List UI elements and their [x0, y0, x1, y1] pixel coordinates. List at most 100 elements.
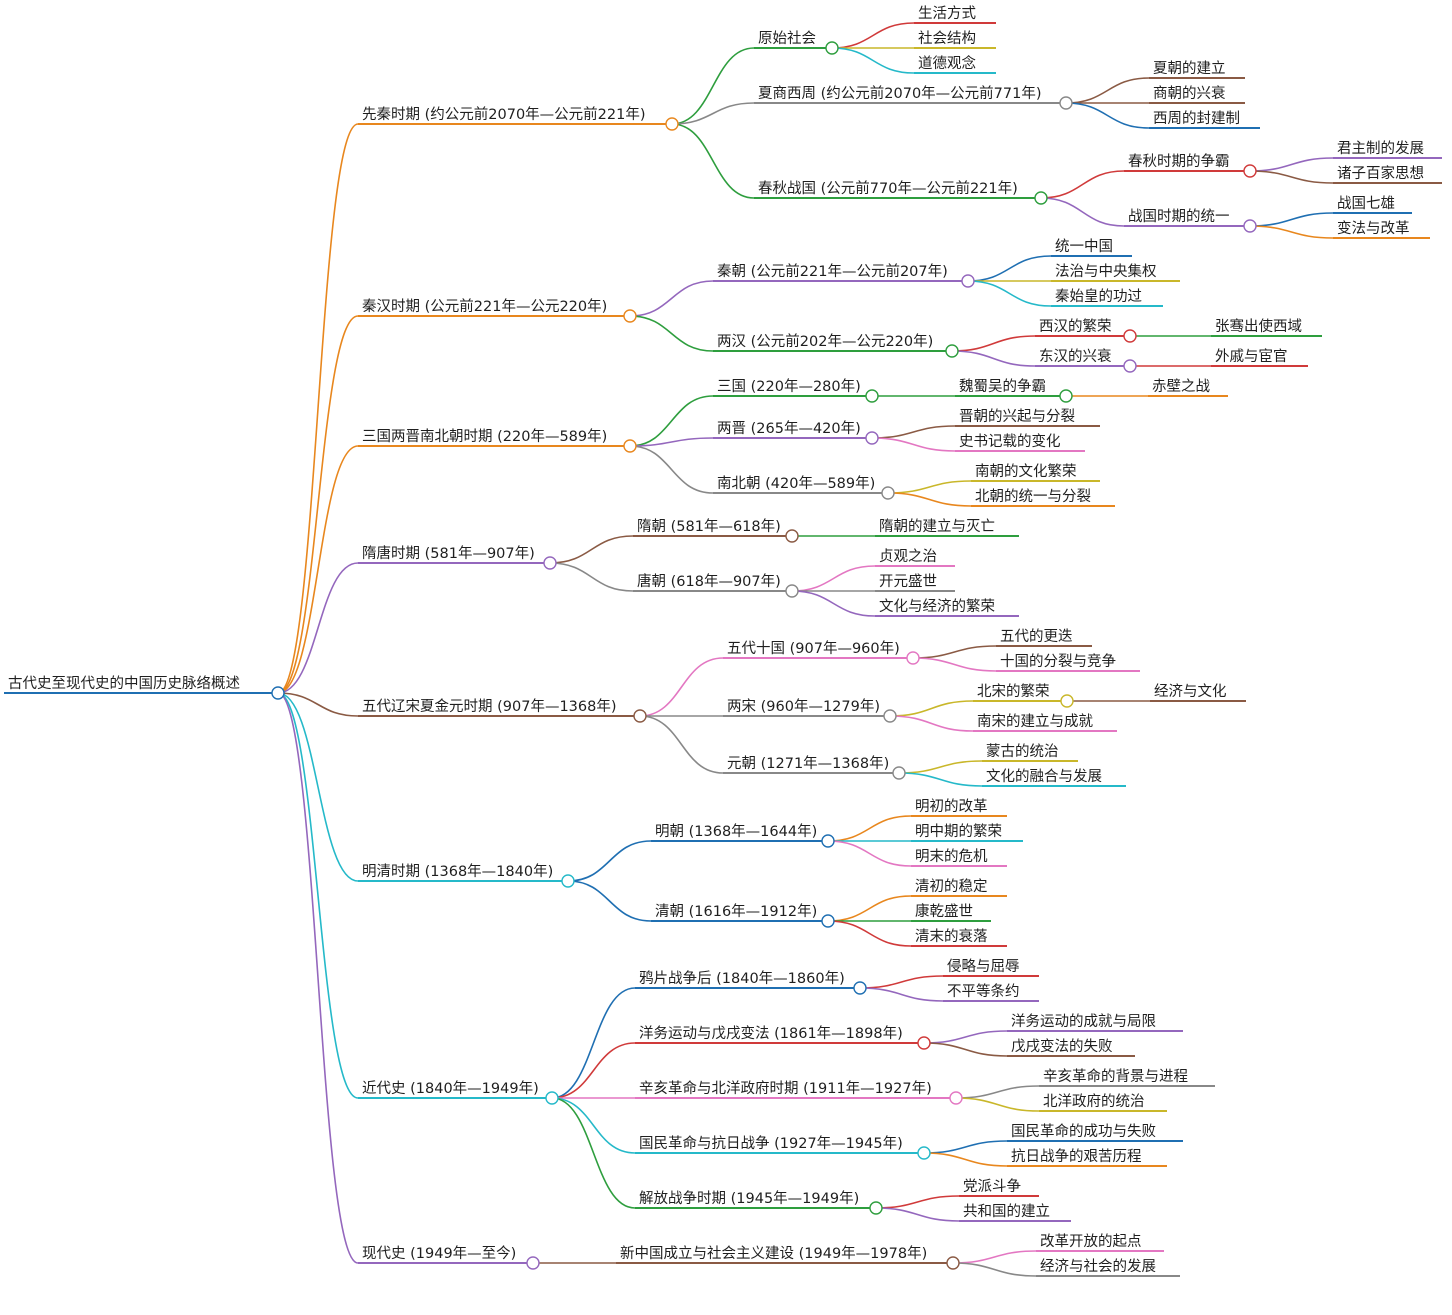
- collapse-toggle-icon[interactable]: [543, 556, 557, 570]
- topic-label-5-0-0[interactable]: 明初的改革: [915, 798, 988, 815]
- topic-label-1-1-1[interactable]: 东汉的兴衰: [1039, 348, 1112, 365]
- topic-label-1-0-2[interactable]: 秦始皇的功过: [1055, 288, 1142, 305]
- collapse-toggle-icon[interactable]: [785, 584, 799, 598]
- topic-label-0-2-0-0[interactable]: 君主制的发展: [1337, 140, 1424, 157]
- topic-label-4[interactable]: 五代辽宋夏金元时期 (907年—1368年): [362, 698, 617, 715]
- topic-label-5-1[interactable]: 清朝 (1616年—1912年): [655, 903, 817, 920]
- topic-label-6-0-0[interactable]: 侵略与屈辱: [947, 958, 1020, 975]
- topic-label-7[interactable]: 现代史 (1949年—至今): [362, 1245, 516, 1262]
- topic-label-1-1-0-0[interactable]: 张骞出使西域: [1215, 318, 1302, 335]
- collapse-toggle-icon[interactable]: [623, 439, 637, 453]
- topic-label-5-1-1[interactable]: 康乾盛世: [915, 903, 973, 920]
- collapse-toggle-icon[interactable]: [945, 344, 959, 358]
- topic-label-4-1[interactable]: 两宋 (960年—1279年): [727, 698, 880, 715]
- topic-label-6-2-0[interactable]: 辛亥革命的背景与进程: [1043, 1067, 1188, 1085]
- topic-label-0-2[interactable]: 春秋战国 (公元前770年—公元前221年): [758, 180, 1018, 197]
- topic-label-4-1-1[interactable]: 南宋的建立与成就: [977, 713, 1093, 730]
- topic-label-1-0-1[interactable]: 法治与中央集权: [1055, 263, 1157, 280]
- topic-label-4-2[interactable]: 元朝 (1271年—1368年): [727, 755, 889, 772]
- collapse-toggle-icon[interactable]: [883, 709, 897, 723]
- topic-label-5-0-1[interactable]: 明中期的繁荣: [915, 823, 1002, 840]
- topic-label-0-2-1-1[interactable]: 变法与改革: [1337, 220, 1410, 237]
- topic-label-3-1-2[interactable]: 文化与经济的繁荣: [879, 598, 995, 615]
- topic-label-1-1-0[interactable]: 西汉的繁荣: [1039, 318, 1112, 335]
- topic-label-2-0[interactable]: 三国 (220年—280年): [717, 378, 861, 395]
- collapse-toggle-icon[interactable]: [526, 1256, 540, 1270]
- topic-label-2-0-0[interactable]: 魏蜀吴的争霸: [959, 377, 1046, 395]
- collapse-toggle-icon[interactable]: [906, 651, 920, 665]
- topic-label-3[interactable]: 隋唐时期 (581年—907年): [362, 545, 535, 562]
- topic-label-2-1-1[interactable]: 史书记载的变化: [959, 433, 1061, 450]
- collapse-toggle-icon[interactable]: [917, 1036, 931, 1050]
- collapse-toggle-icon[interactable]: [1060, 694, 1074, 708]
- topic-label-5-0[interactable]: 明朝 (1368年—1644年): [655, 823, 817, 840]
- topic-label-0-1-0[interactable]: 夏朝的建立: [1153, 60, 1226, 77]
- topic-label-0-2-0[interactable]: 春秋时期的争霸: [1128, 152, 1230, 170]
- topic-label-6-3[interactable]: 国民革命与抗日战争 (1927年—1945年): [639, 1134, 903, 1152]
- collapse-toggle-icon[interactable]: [1034, 191, 1048, 205]
- topic-label-2-2-1[interactable]: 北朝的统一与分裂: [975, 488, 1091, 505]
- collapse-toggle-icon[interactable]: [949, 1091, 963, 1105]
- topic-label-0-1-2[interactable]: 西周的封建制: [1153, 110, 1240, 127]
- topic-label-6-0[interactable]: 鸦片战争后 (1840年—1860年): [639, 969, 845, 987]
- collapse-toggle-icon[interactable]: [1059, 389, 1073, 403]
- collapse-toggle-icon[interactable]: [1243, 219, 1257, 233]
- topic-label-5-1-2[interactable]: 清末的衰落: [915, 928, 988, 945]
- collapse-toggle-icon[interactable]: [892, 766, 906, 780]
- topic-label-1-1-1-0[interactable]: 外戚与宦官: [1215, 348, 1288, 365]
- topic-label-3-0-0[interactable]: 隋朝的建立与灭亡: [879, 518, 995, 535]
- topic-label-6-1-1[interactable]: 戊戌变法的失败: [1011, 1038, 1113, 1055]
- collapse-toggle-icon[interactable]: [545, 1091, 559, 1105]
- collapse-toggle-icon[interactable]: [561, 874, 575, 888]
- topic-label-7-0-0[interactable]: 改革开放的起点: [1040, 1233, 1142, 1250]
- topic-label-4-1-0[interactable]: 北宋的繁荣: [977, 683, 1050, 700]
- topic-label-4-0[interactable]: 五代十国 (907年—960年): [727, 640, 900, 657]
- topic-label-5-0-2[interactable]: 明末的危机: [915, 848, 988, 865]
- topic-label-4-2-1[interactable]: 文化的融合与发展: [986, 768, 1102, 785]
- topic-label-6-4[interactable]: 解放战争时期 (1945年—1949年): [639, 1189, 859, 1207]
- topic-label-6-4-1[interactable]: 共和国的建立: [963, 1203, 1050, 1220]
- collapse-toggle-icon[interactable]: [623, 309, 637, 323]
- topic-label-2-2[interactable]: 南北朝 (420年—589年): [717, 475, 875, 492]
- topic-label-5[interactable]: 明清时期 (1368年—1840年): [362, 863, 553, 880]
- topic-label-2-2-0[interactable]: 南朝的文化繁荣: [975, 463, 1077, 480]
- topic-label-5-1-0[interactable]: 清初的稳定: [915, 878, 988, 895]
- topic-label-0-2-1-0[interactable]: 战国七雄: [1337, 195, 1395, 212]
- collapse-toggle-icon[interactable]: [961, 274, 975, 288]
- topic-label-0-2-1[interactable]: 战国时期的统一: [1128, 208, 1230, 225]
- topic-label-6-1-0[interactable]: 洋务运动的成就与局限: [1011, 1013, 1156, 1030]
- collapse-toggle-icon[interactable]: [1123, 329, 1137, 343]
- topic-label-7-0-1[interactable]: 经济与社会的发展: [1040, 1258, 1156, 1275]
- collapse-toggle-icon[interactable]: [1059, 96, 1073, 110]
- collapse-toggle-icon[interactable]: [271, 686, 285, 700]
- topic-label-2-0-0-0[interactable]: 赤壁之战: [1152, 378, 1210, 395]
- topic-label-2[interactable]: 三国两晋南北朝时期 (220年—589年): [362, 428, 607, 445]
- topic-label-6-3-1[interactable]: 抗日战争的艰苦历程: [1011, 1147, 1142, 1165]
- collapse-toggle-icon[interactable]: [1123, 359, 1137, 373]
- topic-label-1-1[interactable]: 两汉 (公元前202年—公元220年): [717, 333, 933, 350]
- topic-label-6-1[interactable]: 洋务运动与戊戌变法 (1861年—1898年): [639, 1025, 903, 1042]
- topic-label-0-0-1[interactable]: 社会结构: [918, 30, 976, 47]
- topic-label-0-1-1[interactable]: 商朝的兴衰: [1153, 85, 1226, 102]
- collapse-toggle-icon[interactable]: [821, 914, 835, 928]
- collapse-toggle-icon[interactable]: [865, 389, 879, 403]
- collapse-toggle-icon[interactable]: [853, 981, 867, 995]
- topic-label-3-1-1[interactable]: 开元盛世: [879, 573, 937, 590]
- collapse-toggle-icon[interactable]: [633, 709, 647, 723]
- topic-label-0-1[interactable]: 夏商西周 (约公元前2070年—公元前771年): [758, 85, 1042, 102]
- topic-label-4-1-0-0[interactable]: 经济与文化: [1154, 683, 1227, 700]
- collapse-toggle-icon[interactable]: [869, 1201, 883, 1215]
- topic-label-4-2-0[interactable]: 蒙古的统治: [986, 743, 1059, 760]
- collapse-toggle-icon[interactable]: [946, 1256, 960, 1270]
- topic-label-0-0[interactable]: 原始社会: [758, 30, 816, 47]
- topic-label-1-0-0[interactable]: 统一中国: [1055, 238, 1113, 255]
- topic-label-4-0-0[interactable]: 五代的更迭: [1000, 628, 1073, 645]
- topic-label-2-1-0[interactable]: 晋朝的兴起与分裂: [959, 408, 1075, 425]
- topic-label-0-0-0[interactable]: 生活方式: [918, 5, 976, 22]
- topic-label-3-0[interactable]: 隋朝 (581年—618年): [637, 518, 781, 535]
- collapse-toggle-icon[interactable]: [825, 41, 839, 55]
- topic-label-1[interactable]: 秦汉时期 (公元前221年—公元220年): [362, 298, 607, 315]
- topic-label-7-0[interactable]: 新中国成立与社会主义建设 (1949年—1978年): [620, 1245, 927, 1262]
- collapse-toggle-icon[interactable]: [917, 1146, 931, 1160]
- topic-label-6-2[interactable]: 辛亥革命与北洋政府时期 (1911年—1927年): [639, 1079, 932, 1097]
